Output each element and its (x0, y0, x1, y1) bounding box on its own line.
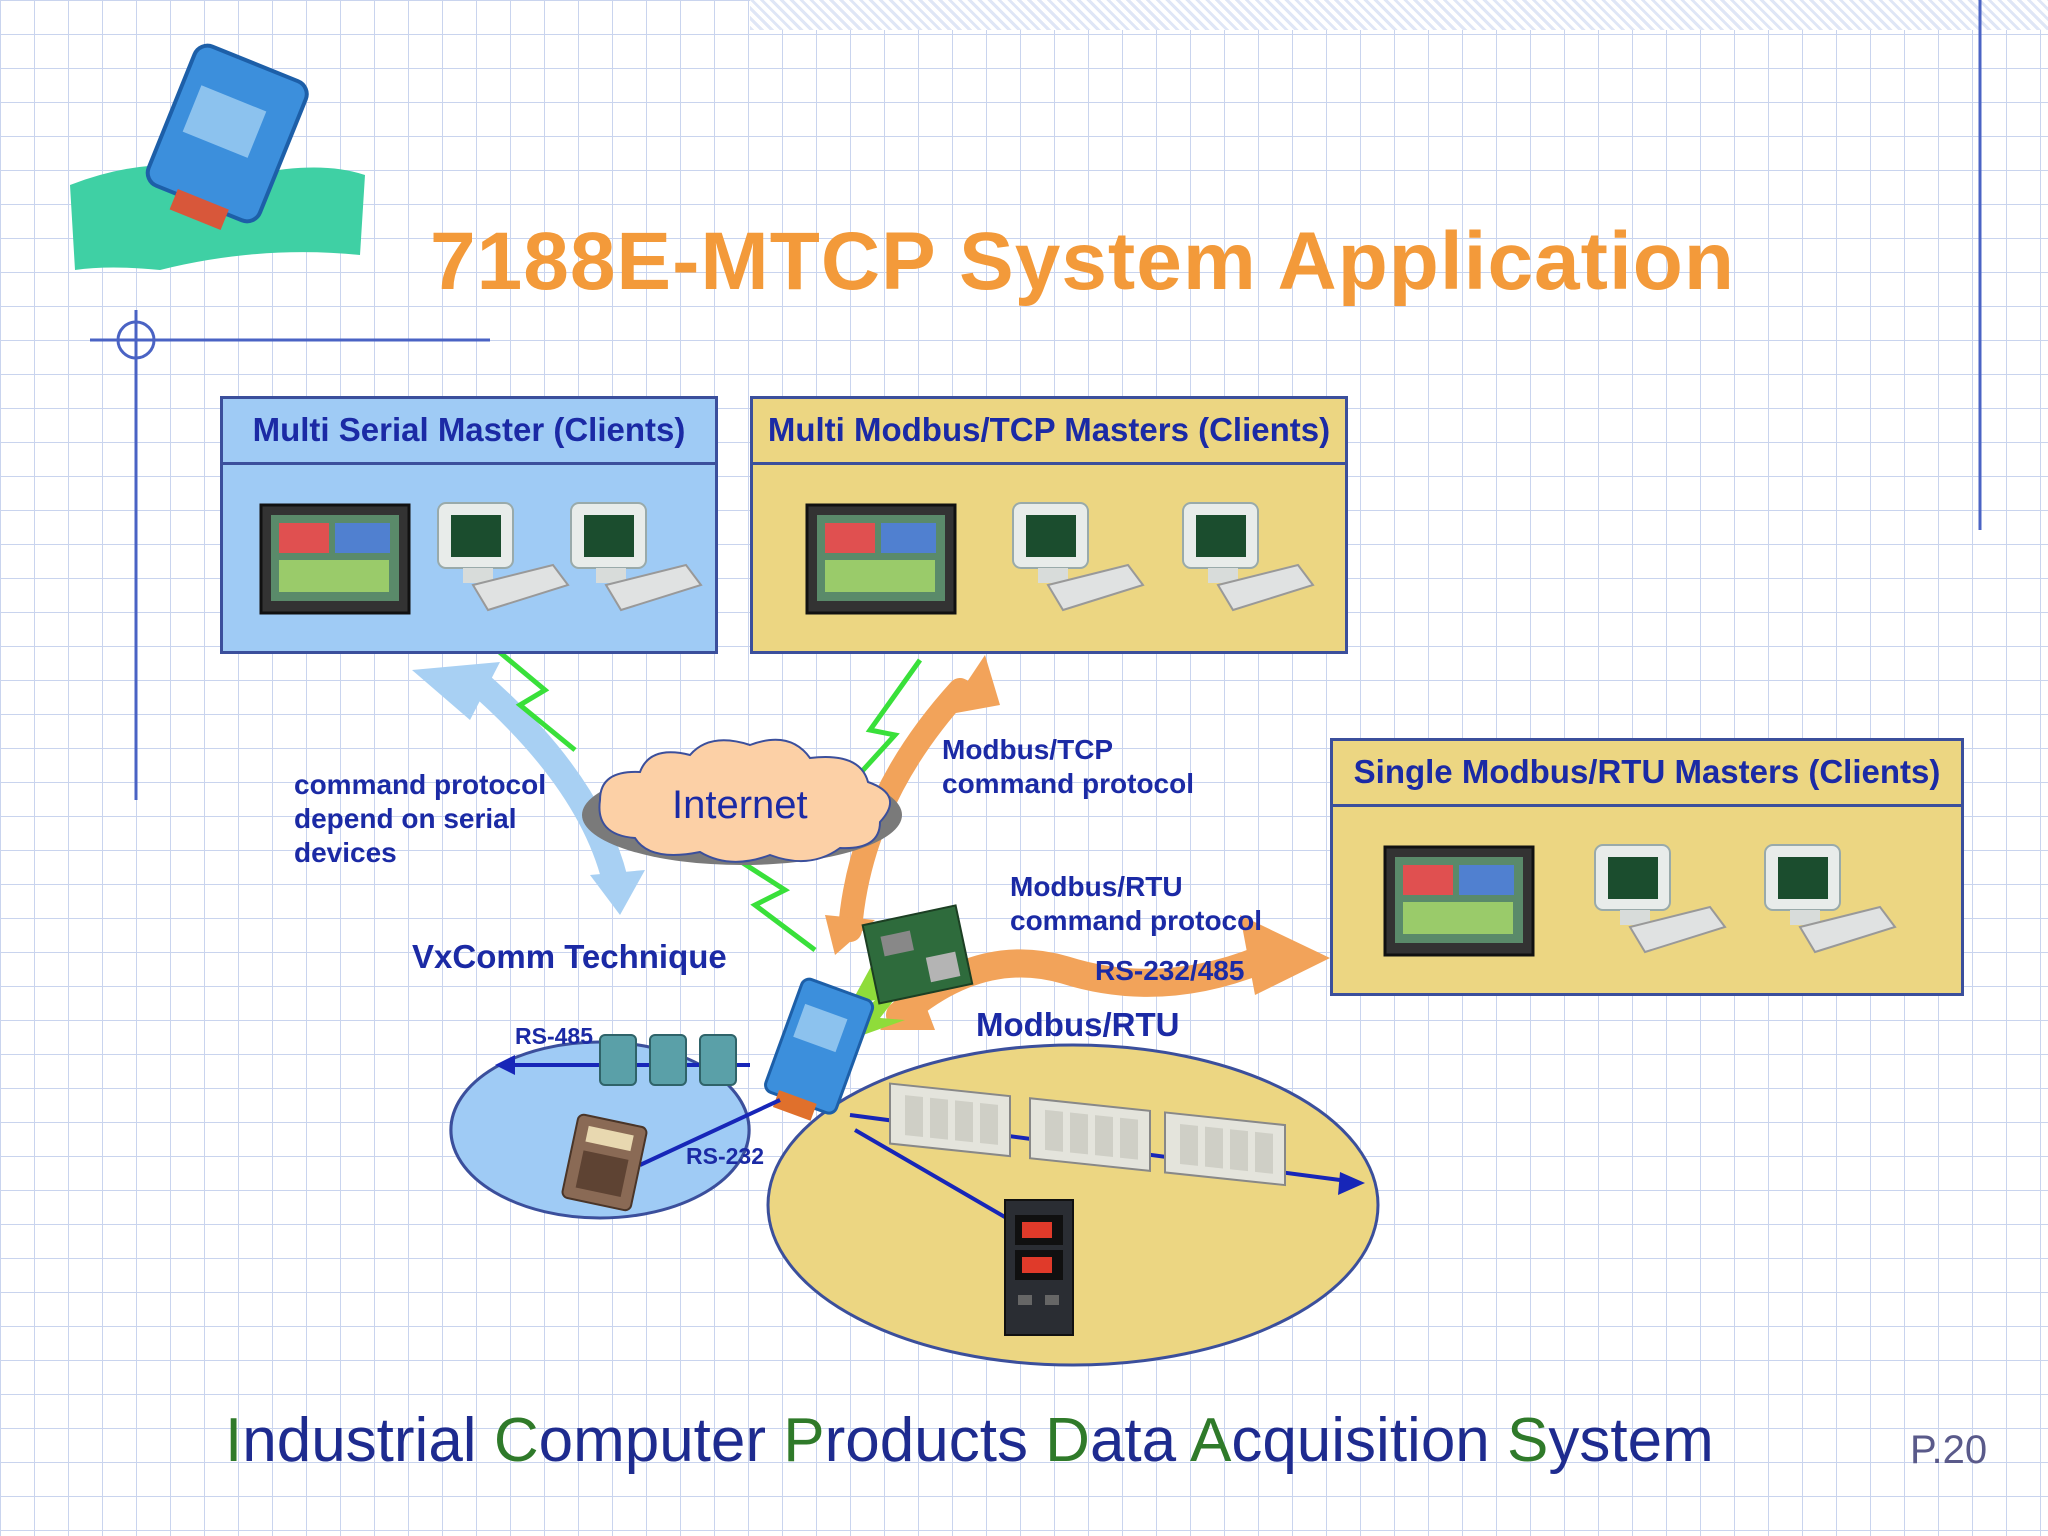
plc-rack-2 (1029, 1097, 1151, 1172)
modbus-tcp-master-title: Multi Modbus/TCP Masters (Clients) (753, 399, 1345, 465)
crosshair-circle (116, 320, 156, 360)
footer-cap-c: C (493, 1406, 539, 1475)
serial-protocol-line-1: command protocol (294, 769, 547, 800)
lightning-bolt-2 (843, 658, 923, 792)
rs485-module-3 (699, 1034, 737, 1086)
hmi-panel-icon (1383, 845, 1535, 957)
footer-word-industrial: ndustrial (242, 1406, 494, 1475)
hmi-panel-icon (259, 503, 411, 615)
plc-rack-1 (889, 1082, 1011, 1158)
modbus-tcp-protocol-line-1: Modbus/TCP (942, 734, 1114, 765)
rs485-label: RS-485 (515, 1023, 593, 1049)
modbus-rtu-label: Modbus/RTU (976, 1006, 1180, 1043)
footer-company-name: Industrial Computer Products Data Acquis… (225, 1405, 1714, 1476)
modbus-rtu-arrow-end (1338, 1172, 1365, 1195)
modbus-rtu-protocol-line-2: command protocol (1010, 905, 1263, 936)
lightning-bolt-1 (483, 638, 577, 752)
footer-word-acquisition: cquisition (1231, 1406, 1508, 1475)
footer-cap-i: I (225, 1406, 243, 1475)
controller-line (853, 1128, 1012, 1222)
serial-arrow-head-bottom (590, 870, 645, 915)
modbus-tcp-protocol-label: Modbus/TCP command protocol (942, 733, 1194, 801)
page-title: 7188E-MTCP System Application (430, 216, 1735, 307)
computer-icon-1 (437, 502, 570, 612)
plc-rack-3 (1164, 1111, 1286, 1187)
vxcomm-label: VxComm Technique (412, 938, 727, 975)
mtcp-module-image (764, 977, 875, 1121)
footer-cap-d: D (1045, 1406, 1090, 1475)
modbus-tcp-protocol-line-2: command protocol (942, 768, 1195, 799)
internet-label: Internet (672, 783, 808, 827)
hmi-panel-icon (805, 503, 957, 615)
footer-cap-a: A (1189, 1406, 1232, 1475)
footer-word-computer: omputer (538, 1406, 784, 1475)
temperature-controller-image (1004, 1199, 1074, 1336)
modbus-rtu-protocol-label: Modbus/RTU command protocol (1010, 870, 1262, 938)
modbus-rtu-arrow-head (1240, 915, 1330, 995)
modbus-rtu-arrow-tail (880, 985, 935, 1030)
footer-word-system: ystem (1548, 1406, 1714, 1475)
serial-protocol-line-2: depend on serial (294, 803, 517, 834)
modbus-rtu-master-devices (1383, 844, 1897, 957)
serial-master-box: Multi Serial Master (Clients) (220, 396, 718, 654)
lightning-bolt-3 (713, 842, 817, 952)
keypad-terminal-image (561, 1113, 648, 1212)
rs485-module-1 (599, 1034, 637, 1086)
network-board-image (861, 904, 974, 1005)
rs232-line (639, 1098, 781, 1167)
rs485-arrow-head (495, 1055, 515, 1075)
serial-master-devices (259, 502, 703, 615)
modbus-rtu-master-box: Single Modbus/RTU Masters (Clients) (1330, 738, 1964, 996)
header-pattern-band (750, 0, 2048, 30)
page-number: P.20 (1910, 1428, 1988, 1472)
footer-cap-s: S (1507, 1406, 1549, 1475)
serial-protocol-label: command protocol depend on serial device… (294, 768, 546, 870)
footer-cap-p: P (783, 1406, 825, 1475)
serial-arrow-shaft (462, 667, 628, 893)
footer-word-products: roducts (824, 1406, 1046, 1475)
serial-arrow-head-top (412, 662, 500, 720)
computer-icon-1 (1594, 844, 1727, 954)
modbus-tcp-arrow-head-top (945, 655, 1000, 715)
modbus-rtu-protocol-line-1: Modbus/RTU (1010, 871, 1183, 902)
computer-icon-2 (1182, 502, 1315, 612)
serial-master-title: Multi Serial Master (Clients) (223, 399, 715, 465)
serial-protocol-line-3: devices (294, 837, 397, 868)
computer-icon-1 (1012, 502, 1145, 612)
computer-icon-2 (1764, 844, 1897, 954)
product-logo-image (70, 43, 365, 270)
rs232-485-label: RS-232/485 (1095, 955, 1245, 986)
footer-word-data: ata (1089, 1406, 1190, 1475)
rs485-module-2 (649, 1034, 687, 1086)
internet-cloud-icon (582, 738, 902, 865)
computer-icon-2 (570, 502, 703, 612)
rs232-label: RS-232 (686, 1143, 764, 1169)
modbus-tcp-master-box: Multi Modbus/TCP Masters (Clients) (750, 396, 1348, 654)
modbus-tcp-master-devices (805, 502, 1315, 615)
modbus-rtu-master-title: Single Modbus/RTU Masters (Clients) (1333, 741, 1961, 807)
